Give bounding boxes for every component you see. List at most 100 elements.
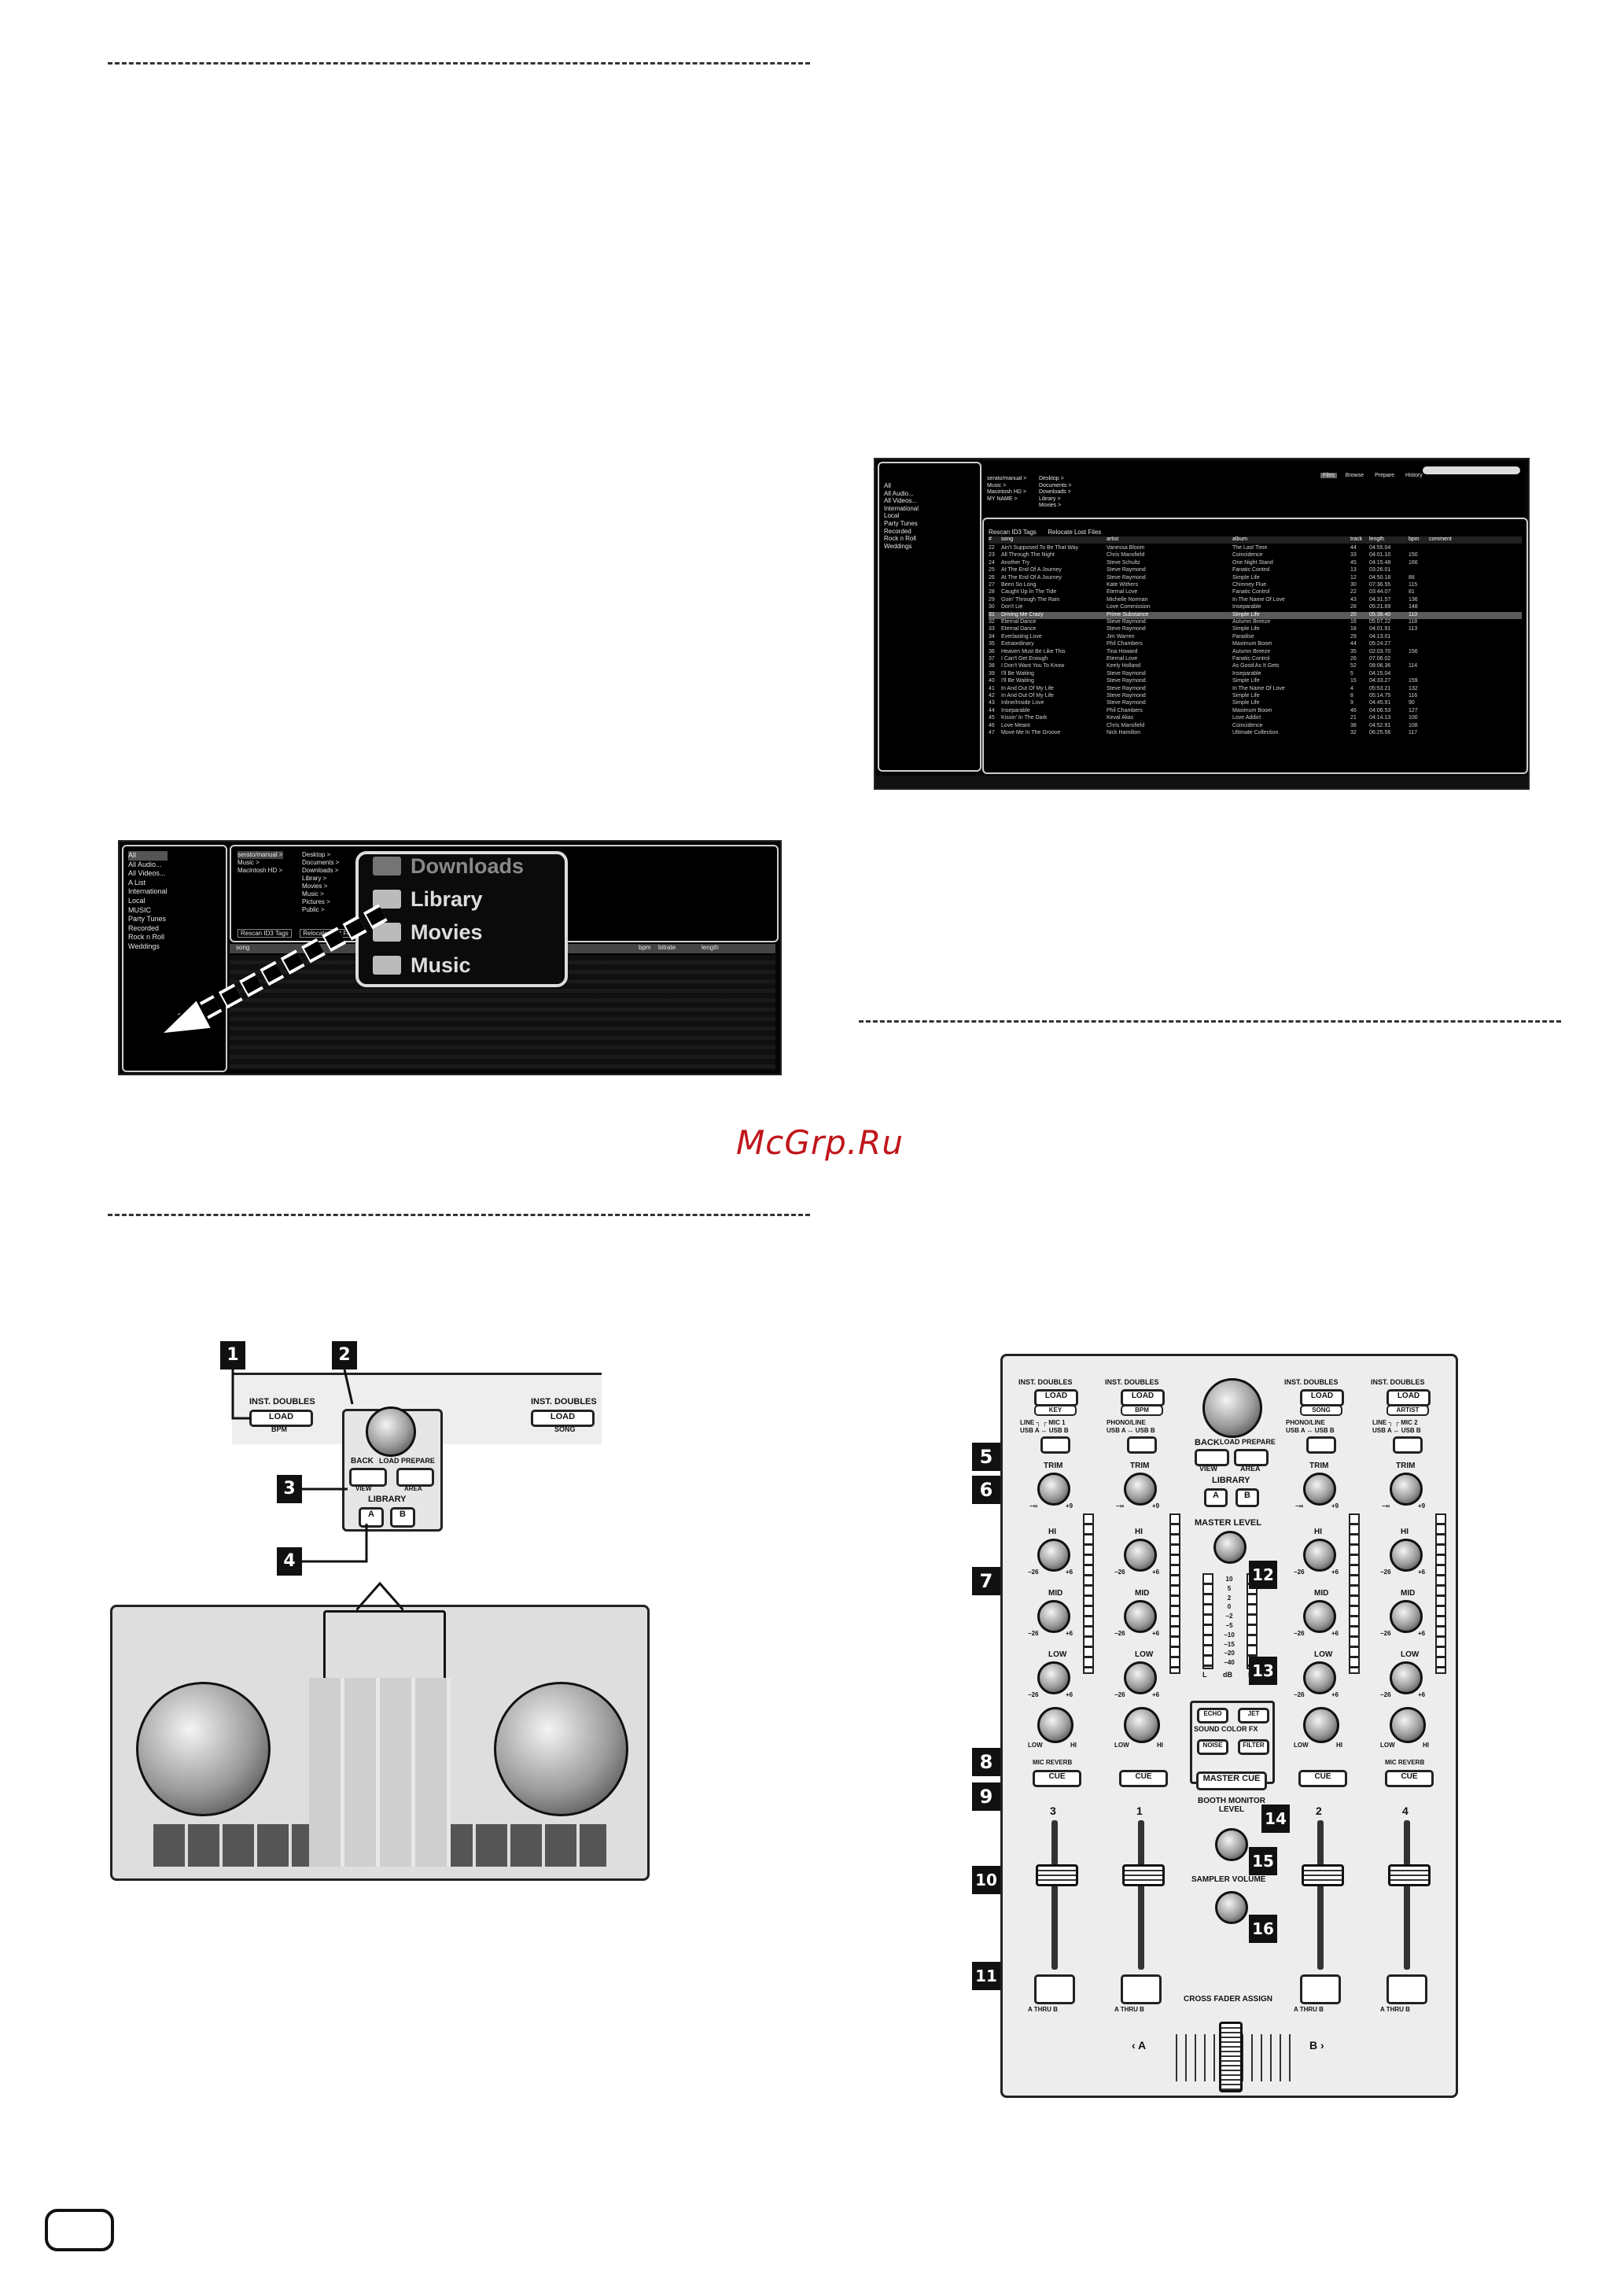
trim-knob[interactable]: [1303, 1473, 1336, 1506]
crate-item[interactable]: Party Tunes: [128, 915, 167, 923]
back-button[interactable]: [1195, 1449, 1229, 1466]
master-cue-button[interactable]: MASTER CUE: [1196, 1771, 1267, 1790]
channel-fader-knob[interactable]: [1036, 1864, 1078, 1886]
column-header[interactable]: comment: [1429, 536, 1452, 542]
rotary-selector-knob[interactable]: [366, 1406, 416, 1457]
crate-item[interactable]: International: [884, 504, 919, 512]
pads-left[interactable]: [153, 1824, 319, 1867]
color-fx-knob[interactable]: [1303, 1707, 1339, 1743]
crate-item[interactable]: International: [128, 887, 168, 896]
trim-knob[interactable]: [1390, 1473, 1423, 1506]
input-selector-switch[interactable]: [1393, 1436, 1423, 1454]
color-fx-knob[interactable]: [1390, 1707, 1426, 1743]
input-selector-switch[interactable]: [1040, 1436, 1070, 1454]
load-button[interactable]: LOAD: [1121, 1389, 1165, 1406]
search-input[interactable]: [1423, 466, 1520, 474]
load-button[interactable]: LOAD: [1300, 1389, 1344, 1406]
header-length[interactable]: length: [702, 944, 719, 951]
folder-item[interactable]: Documents >: [1039, 482, 1072, 488]
crate-item[interactable]: Local: [884, 512, 900, 520]
filter-button[interactable]: FILTER: [1238, 1739, 1269, 1755]
load-prepare-button[interactable]: [1234, 1449, 1269, 1466]
folder-item[interactable]: MY NAME >: [987, 496, 1018, 502]
folder-item[interactable]: Macintosh HD >: [238, 867, 283, 874]
eq-mid-knob[interactable]: [1124, 1600, 1157, 1633]
crate-item[interactable]: Party Tunes: [884, 519, 918, 527]
eq-mid-knob[interactable]: [1037, 1600, 1070, 1633]
eq-low-knob[interactable]: [1390, 1661, 1423, 1694]
booth-monitor-knob[interactable]: [1215, 1828, 1248, 1861]
crossfader-assign-switch[interactable]: [1121, 1974, 1162, 2004]
column-header[interactable]: bpm: [1409, 536, 1420, 542]
crate-item[interactable]: Weddings: [128, 942, 160, 950]
eq-hi-knob[interactable]: [1303, 1539, 1336, 1572]
eq-mid-knob[interactable]: [1303, 1600, 1336, 1633]
input-selector-switch[interactable]: [1306, 1436, 1336, 1454]
folder-item[interactable]: serato/manual >: [987, 476, 1027, 481]
channel-fader-knob[interactable]: [1302, 1864, 1344, 1886]
folder-item[interactable]: serato/manual >: [238, 851, 283, 859]
cue-button[interactable]: CUE: [1385, 1770, 1434, 1787]
load-prepare-button[interactable]: [396, 1468, 434, 1487]
folder-item[interactable]: Library >: [302, 875, 327, 882]
header-bitrate[interactable]: bitrate: [658, 944, 676, 951]
crossfader-assign-switch[interactable]: [1034, 1974, 1075, 2004]
jog-wheel-right[interactable]: [494, 1682, 628, 1816]
column-header[interactable]: album: [1232, 536, 1248, 542]
trim-knob[interactable]: [1124, 1473, 1157, 1506]
library-a-button[interactable]: A: [1204, 1488, 1228, 1507]
tab-history[interactable]: History: [1405, 473, 1423, 478]
echo-button[interactable]: ECHO: [1197, 1708, 1228, 1723]
folder-item[interactable]: Movies >: [1039, 503, 1062, 509]
cue-button[interactable]: CUE: [1033, 1770, 1081, 1787]
crate-item[interactable]: Recorded: [884, 527, 911, 535]
color-fx-knob[interactable]: [1037, 1707, 1073, 1743]
folder-item[interactable]: Desktop >: [302, 851, 331, 858]
folder-item[interactable]: Downloads >: [1039, 489, 1071, 496]
tab-files[interactable]: Files: [1320, 473, 1337, 478]
cue-button[interactable]: CUE: [1119, 1770, 1168, 1787]
rescan-button[interactable]: Rescan ID3 Tags: [238, 929, 292, 938]
header-song[interactable]: song: [236, 944, 250, 951]
master-level-knob[interactable]: [1213, 1531, 1247, 1564]
crate-item[interactable]: Rock n Roll: [128, 933, 165, 942]
eq-low-knob[interactable]: [1124, 1661, 1157, 1694]
load-button[interactable]: LOAD: [531, 1410, 595, 1427]
library-b-button[interactable]: B: [390, 1507, 415, 1528]
load-button[interactable]: LOAD: [249, 1410, 313, 1427]
pads-right[interactable]: [441, 1824, 606, 1867]
crate-item[interactable]: All: [884, 482, 891, 489]
folder-item[interactable]: Macintosh HD >: [987, 489, 1026, 496]
library-a-button[interactable]: A: [359, 1507, 384, 1528]
crate-item[interactable]: All Videos...: [128, 869, 166, 878]
rotary-selector-knob[interactable]: [1202, 1378, 1262, 1438]
crate-item[interactable]: MUSIC: [128, 905, 151, 914]
folder-item[interactable]: Desktop >: [1039, 476, 1064, 481]
folder-item[interactable]: Downloads >: [302, 867, 339, 874]
jog-wheel-left[interactable]: [136, 1682, 271, 1816]
column-header[interactable]: artist: [1107, 536, 1119, 542]
column-header[interactable]: song: [1001, 536, 1014, 542]
column-header[interactable]: #: [989, 536, 992, 542]
folder-item[interactable]: Music >: [238, 859, 260, 866]
tab-prepare[interactable]: Prepare: [1375, 473, 1395, 478]
load-button[interactable]: LOAD: [1034, 1389, 1078, 1406]
